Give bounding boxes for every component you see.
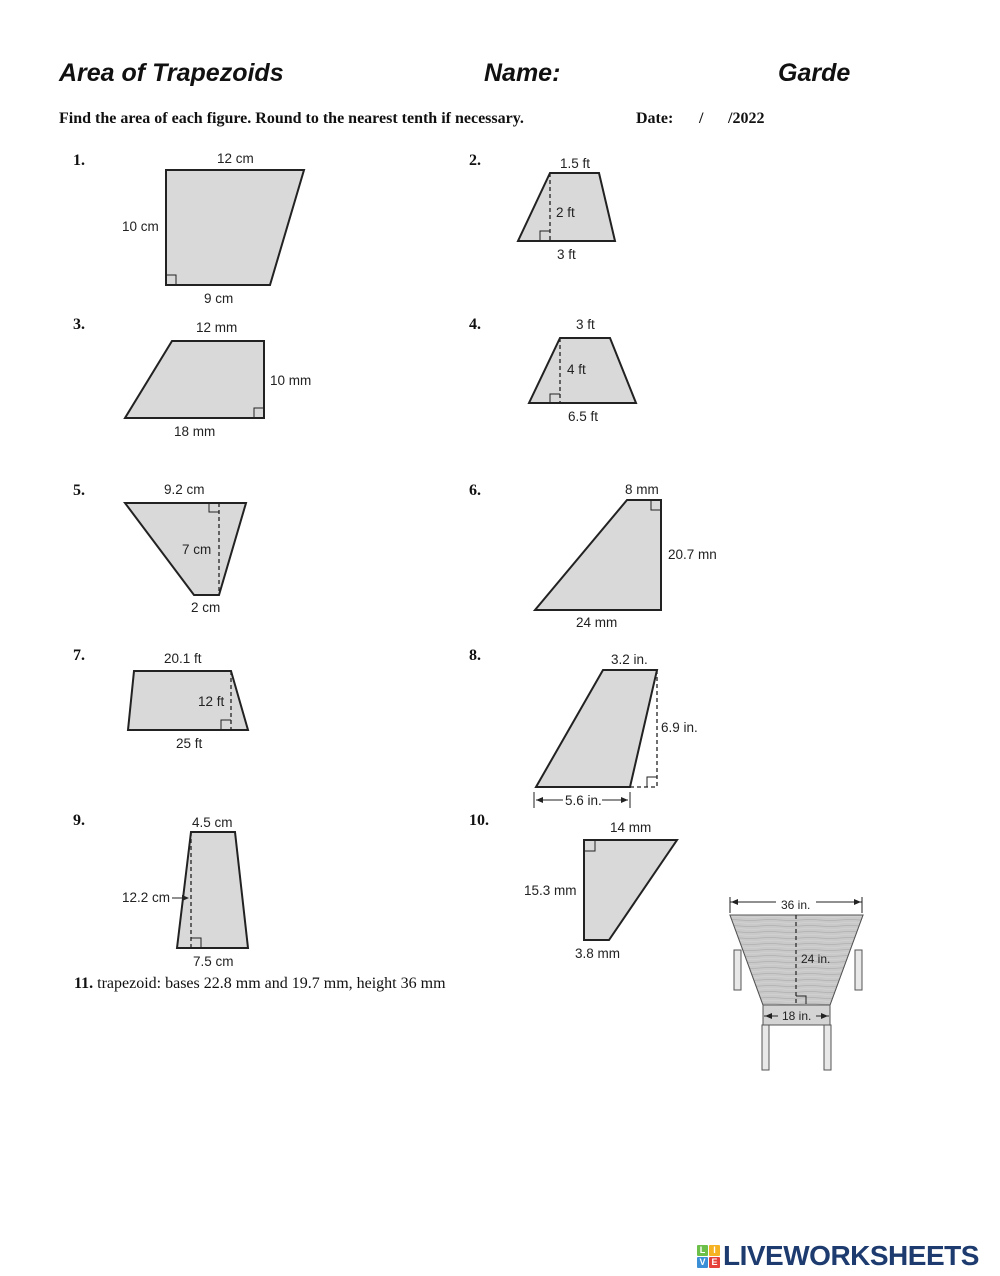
problem-8-top-base: 3.2 in. [611,652,648,667]
problem-2-top-base: 1.5 ft [560,156,591,171]
problem-3-number: 3. [73,316,85,333]
problem-9-bottom-base: 7.5 cm [193,954,234,969]
problem-10-number: 10. [469,812,489,829]
table-height: 24 in. [801,952,831,966]
problem-2-number: 2. [469,152,481,169]
problem-5-number: 5. [73,482,85,499]
problem-8-number: 8. [469,647,481,664]
problem-1-top-base: 12 cm [217,151,254,166]
logo-letter-i: I [709,1244,720,1256]
problem-9-height: 12.2 cm [122,890,171,905]
problem-6-number: 6. [469,482,481,499]
problem-5-height: 7 cm [182,542,212,557]
problem-1-number: 1. [73,152,85,169]
date-label: Date: [636,110,674,127]
problem-4-height: 4 ft [567,362,586,377]
problem-1-side: 10 cm [122,219,159,234]
problem-10-top-base: 14 mm [610,820,652,835]
problem-8-bottom-base: 5.6 in. [565,793,602,808]
problem-2-height: 2 ft [556,205,575,220]
table-top-base: 36 in. [781,898,811,912]
problem-4-number: 4. [469,316,481,333]
problem-11: 11. trapezoid: bases 22.8 mm and 19.7 mm… [74,975,446,993]
problem-2-bottom-base: 3 ft [557,247,576,262]
problem-7-top-base: 20.1 ft [164,651,202,666]
worksheet-title: Area of Trapezoids [59,59,284,87]
liveworksheets-logo: L I V E LIVEWORKSHEETS [697,1240,979,1272]
problem-5-bottom-base: 2 cm [191,600,221,615]
problem-10-side: 15.3 mm [524,883,577,898]
table-bottom-base: 18 in. [782,1009,812,1023]
problem-4-top-base: 3 ft [576,317,595,332]
problem-4-bottom-base: 6.5 ft [568,409,599,424]
problem-7-bottom-base: 25 ft [176,736,203,751]
problem-11-number: 11. [74,975,94,992]
logo-wordmark: LIVEWORKSHEETS [723,1240,979,1271]
logo-letter-e: E [709,1256,720,1268]
problem-11-text: trapezoid: bases 22.8 mm and 19.7 mm, he… [97,975,446,992]
grade-label: Garde [778,59,851,87]
logo-letter-v: V [697,1256,708,1268]
problem-7-number: 7. [73,647,85,664]
logo-live-icon: L I V E [697,1244,720,1268]
logo-letter-l: L [697,1244,708,1256]
problem-5-top-base: 9.2 cm [164,482,205,497]
problem-7-height: 12 ft [198,694,225,709]
problem-6-side: 20.7 mn [668,547,717,562]
problem-8-height: 6.9 in. [661,720,698,735]
name-label: Name: [484,59,561,87]
problem-3-bottom-base: 18 mm [174,424,216,439]
problem-3-side: 10 mm [270,373,312,388]
problem-6-bottom-base: 24 mm [576,615,618,630]
problem-10-bottom-base: 3.8 mm [575,946,621,961]
date-separator: / [699,110,704,127]
problem-1-bottom-base: 9 cm [204,291,234,306]
problem-9-number: 9. [73,812,85,829]
instructions: Find the area of each figure. Round to t… [59,110,524,127]
problem-3-top-base: 12 mm [196,320,238,335]
date-year: /2022 [728,110,765,127]
problem-6-top-base: 8 mm [625,482,659,497]
problem-9-top-base: 4.5 cm [192,815,233,830]
